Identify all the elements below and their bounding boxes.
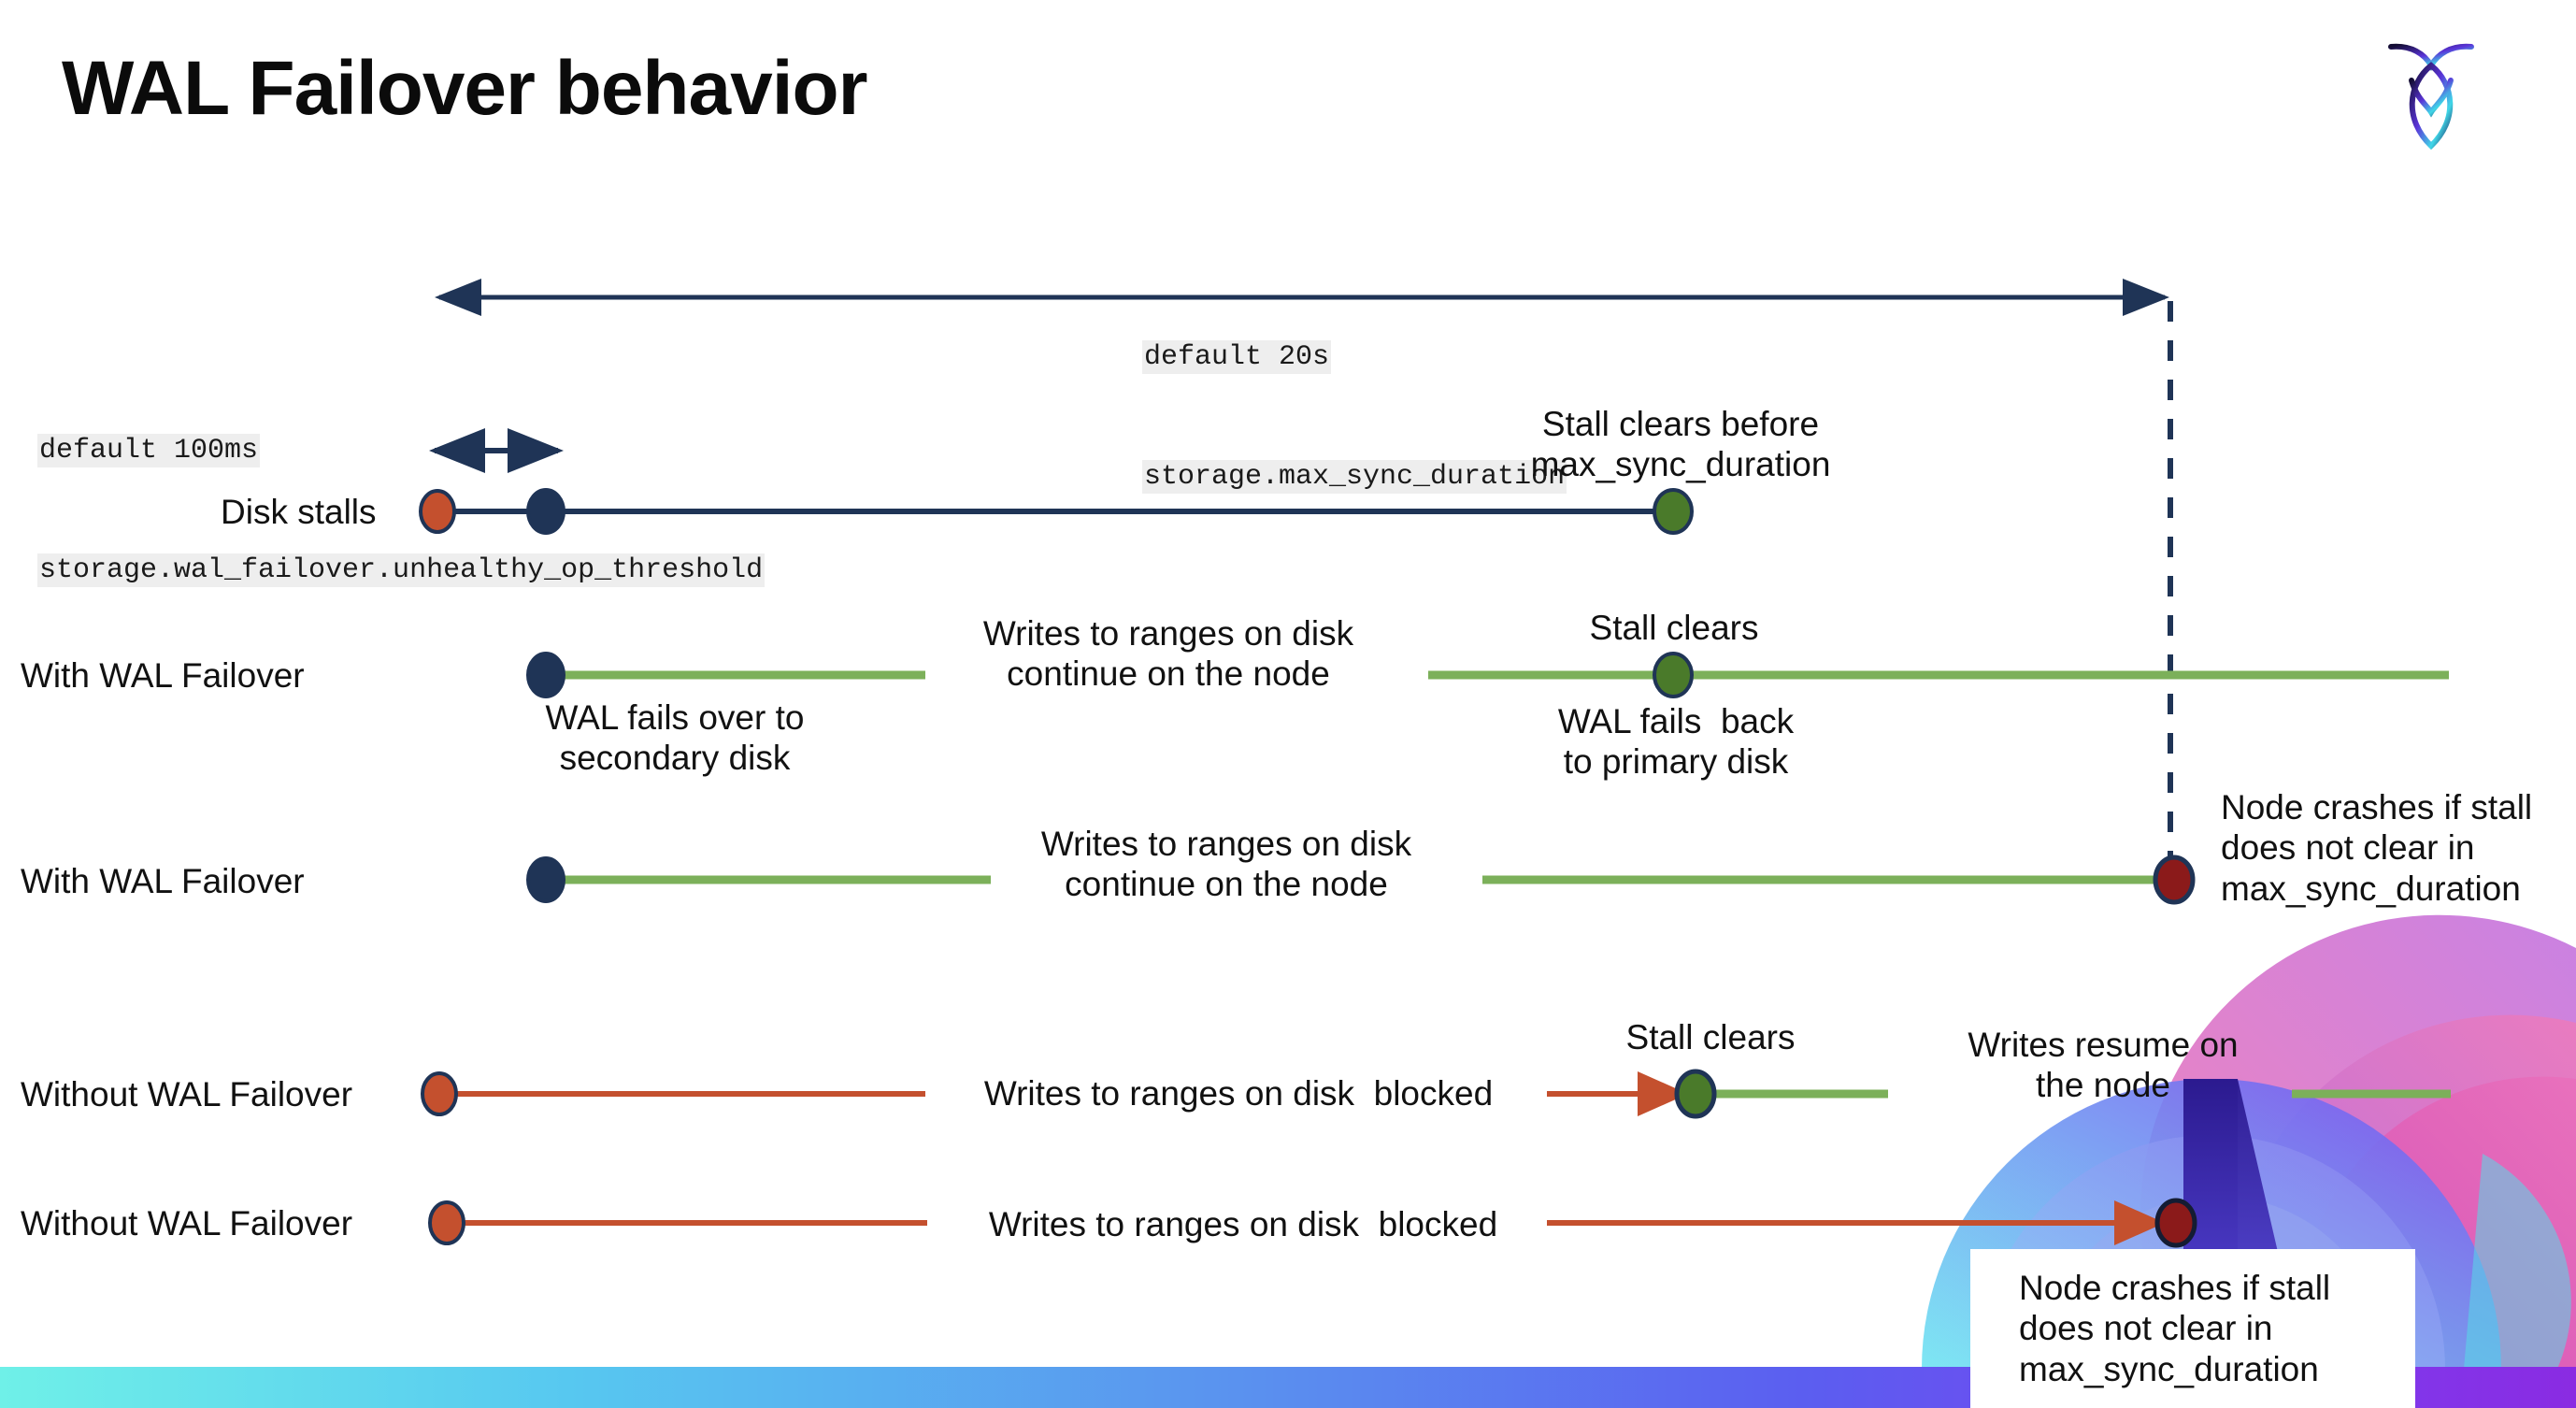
failover-dot — [526, 488, 565, 535]
row-label-without-failover-2: Without WAL Failover — [21, 1204, 353, 1243]
row-label-with-failover-2: With WAL Failover — [21, 862, 305, 900]
stall-clear-dot — [1674, 1069, 1717, 1119]
row-with-failover-crash-track — [526, 855, 2196, 905]
max-sync-duration-annotation: default 20s storage.max_sync_duration — [1142, 258, 1567, 577]
node-crash-dot — [2153, 855, 2196, 905]
stall-clear-dot — [1653, 488, 1694, 535]
row-label-without-failover-1: Without WAL Failover — [21, 1075, 353, 1113]
max-sync-default-label: default 20s — [1142, 340, 1332, 375]
label-writes-resume: Writes resume on the node — [1968, 1026, 2239, 1105]
stall-start-dot — [419, 489, 456, 534]
label-writes-blocked-1: Writes to ranges on disk blocked — [983, 1074, 1494, 1113]
page-title: WAL Failover behavior — [62, 46, 868, 131]
max-sync-setting-label: storage.max_sync_duration — [1142, 459, 1567, 494]
stall-start-dot — [428, 1200, 465, 1245]
unhealthy-default-label: default 100ms — [37, 434, 261, 468]
row-with-failover-clears-track — [526, 652, 2449, 698]
label-stall-clears-2: Stall clears — [1625, 1018, 1796, 1056]
node-crash-callout-box — [1970, 1249, 2415, 1408]
row-disk-stalls-track — [419, 488, 1694, 535]
cockroachdb-logo — [2380, 26, 2483, 162]
row-label-disk-stalls: Disk stalls — [221, 493, 377, 531]
failover-dot — [526, 856, 565, 903]
label-node-crashes-1: Node crashes if stall does not clear in … — [2221, 788, 2533, 908]
label-writes-continue-2: Writes to ranges on disk continue on the… — [1040, 825, 1412, 904]
stall-start-dot — [421, 1071, 458, 1116]
label-writes-continue-1: Writes to ranges on disk continue on the… — [982, 614, 1354, 694]
label-stall-clears-1: Stall clears — [1589, 609, 1759, 647]
label-wal-fails-over: WAL fails over to secondary disk — [545, 698, 805, 778]
stall-clear-dot — [1653, 652, 1694, 698]
failover-dot — [526, 652, 565, 698]
row-without-failover-clears-track — [421, 1069, 2451, 1119]
row-label-with-failover-1: With WAL Failover — [21, 656, 305, 695]
row-without-failover-crash-track — [428, 1198, 2197, 1248]
label-wal-fails-back: WAL fails back to primary disk — [1557, 702, 1795, 782]
label-stall-clears-before-max-sync: Stall clears before max_sync_duration — [1530, 405, 1831, 484]
unhealthy-op-threshold-annotation: default 100ms storage.wal_failover.unhea… — [37, 352, 766, 670]
unhealthy-setting-label: storage.wal_failover.unhealthy_op_thresh… — [37, 553, 766, 587]
label-node-crashes-2: Node crashes if stall does not clear in … — [2019, 1269, 2331, 1388]
node-crash-dot — [2154, 1198, 2197, 1248]
label-writes-blocked-2: Writes to ranges on disk blocked — [988, 1205, 1498, 1243]
